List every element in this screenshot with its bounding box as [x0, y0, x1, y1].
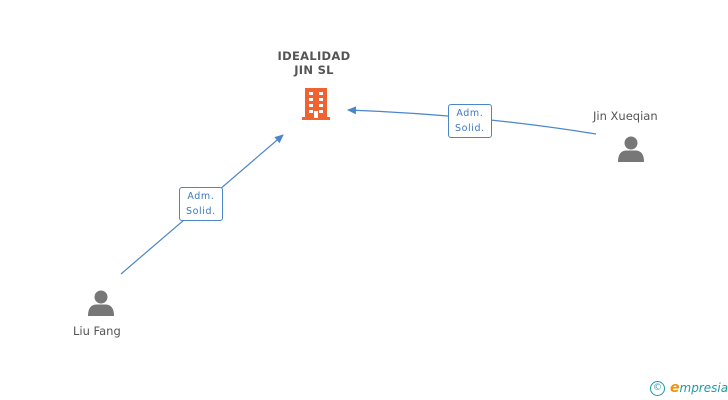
company-name-line2: JIN SL — [294, 63, 334, 77]
role-label-line1: Adm. — [456, 108, 484, 119]
role-label-jin-xueqian: Adm. Solid. — [448, 104, 492, 138]
empresia-watermark: © empresia — [650, 380, 728, 396]
brand-initial: e — [670, 380, 680, 396]
building-icon[interactable] — [301, 86, 331, 120]
copyright-icon: © — [650, 381, 665, 396]
person-name-liu-fang[interactable]: Liu Fang — [73, 324, 121, 338]
role-label-line1: Adm. — [187, 191, 215, 202]
brand-name: mpresia — [679, 381, 728, 395]
person-icon[interactable] — [87, 289, 115, 317]
person-icon[interactable] — [617, 135, 645, 163]
role-label-line2: Solid. — [186, 206, 216, 217]
role-label-liu-fang: Adm. Solid. — [179, 187, 223, 221]
company-name-line1: IDEALIDAD — [277, 49, 351, 63]
company-name[interactable]: IDEALIDAD JIN SL — [254, 49, 374, 77]
role-label-line2: Solid. — [455, 123, 485, 134]
person-name-jin-xueqian[interactable]: Jin Xueqian — [593, 109, 658, 123]
